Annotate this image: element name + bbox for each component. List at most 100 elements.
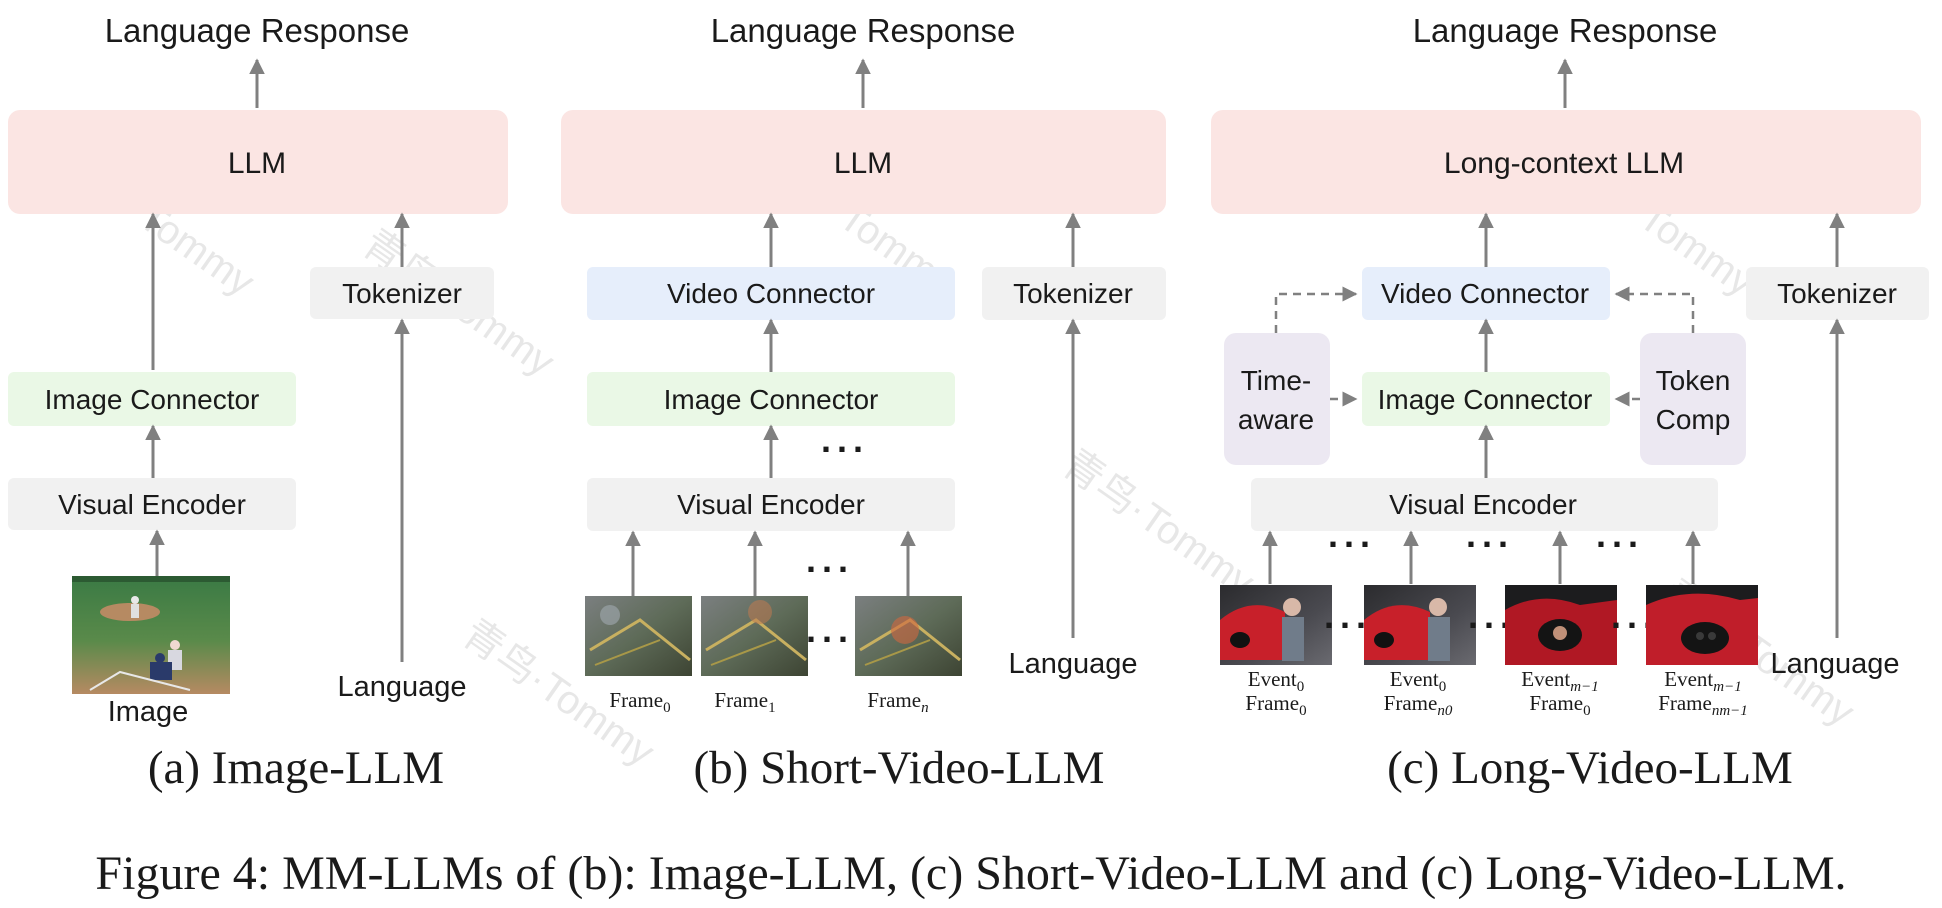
event-label-subscript: m−1 [1713, 679, 1741, 695]
panel-image-llm: Language Response LLM Tokenizer Image Co… [8, 12, 508, 794]
frame-label-subscript: 1 [768, 700, 776, 716]
token-comp-box [1640, 333, 1746, 465]
visual-encoder-label: Visual Encoder [58, 489, 246, 520]
frame-label-subscript: n [921, 700, 929, 716]
llm-box [8, 110, 508, 214]
language-label: Language [1008, 648, 1137, 680]
event-label: Event0 [1390, 667, 1446, 695]
ellipsis: ... [1324, 595, 1372, 636]
event-label-base: Event [1390, 667, 1439, 691]
panel-long-video-llm: Language Response Long-context LLM Video… [1211, 12, 1929, 794]
visual-encoder-box [8, 478, 296, 530]
time-aware-label-line2: aware [1238, 404, 1314, 435]
frame-label-base: Frame [1529, 691, 1583, 715]
frame-label-subscript: n0 [1437, 703, 1453, 719]
image-connector-box [8, 372, 296, 426]
frame-label-subscript: nm−1 [1712, 703, 1748, 719]
image-connector-label: Image Connector [664, 384, 879, 415]
ellipsis: ... [821, 419, 869, 460]
visual-encoder-box [1251, 478, 1718, 531]
video-connector-box [587, 267, 955, 320]
token-comp-label-line1: Token [1656, 365, 1731, 396]
frame-label: Framen0 [1384, 691, 1453, 719]
llm-label: Long-context LLM [1444, 147, 1684, 180]
frame-label-base: Frame [1245, 691, 1299, 715]
tokenizer-box [1746, 267, 1929, 320]
image-connector-label: Image Connector [1378, 384, 1593, 415]
frame-label: Frame1 [714, 688, 775, 716]
ellipsis: ... [1468, 595, 1516, 636]
panel-caption: (b) Short-Video-LLM [694, 742, 1105, 794]
token-comp-label-line2: Comp [1656, 404, 1731, 435]
frame-label-subscript: 0 [1583, 703, 1591, 719]
tokenizer-box [310, 267, 494, 319]
llm-box [561, 110, 1166, 214]
ellipsis: ... [806, 609, 854, 650]
dashed-arrow-token-comp-to-video-connector [1614, 286, 1695, 333]
image-label: Image [108, 696, 189, 728]
ellipsis: ... [1328, 514, 1376, 555]
video-connector-label: Video Connector [1381, 278, 1589, 309]
video-connector-label: Video Connector [667, 278, 875, 309]
visual-encoder-box [587, 478, 955, 531]
event-label-subscript: 0 [1297, 679, 1305, 695]
visual-encoder-label: Visual Encoder [1389, 489, 1577, 520]
tokenizer-label: Tokenizer [342, 278, 462, 309]
frame-label-base: Frame [867, 688, 921, 712]
frame-thumbnail [585, 596, 692, 676]
ellipsis: ... [806, 539, 854, 580]
tokenizer-label: Tokenizer [1777, 278, 1897, 309]
panel-caption: (c) Long-Video-LLM [1387, 742, 1793, 794]
event-label-base: Event [1664, 667, 1713, 691]
image-connector-box [587, 372, 955, 426]
video-connector-box [1362, 267, 1610, 320]
frame-label-subscript: 0 [1299, 703, 1307, 719]
language-response-label: Language Response [1413, 12, 1718, 49]
visual-encoder-label: Visual Encoder [677, 489, 865, 520]
frame-thumbnail [701, 596, 808, 676]
frame-thumbnail [855, 596, 962, 676]
frame-label: Frame0 [1529, 691, 1590, 719]
event-label: Eventm−1 [1664, 667, 1741, 695]
image-connector-label: Image Connector [45, 384, 260, 415]
figure-caption: Figure 4: MM-LLMs of (b): Image-LLM, (c)… [95, 847, 1846, 900]
dashed-arrow-time-aware-to-video-connector [1274, 286, 1358, 333]
language-response-label: Language Response [105, 12, 410, 49]
llm-label: LLM [228, 147, 286, 180]
baseball-image [72, 576, 230, 694]
time-aware-label-line1: Time- [1241, 365, 1312, 396]
frame-label: Frame0 [609, 688, 670, 716]
event-label-subscript: m−1 [1570, 679, 1598, 695]
event-label: Eventm−1 [1521, 667, 1598, 695]
ellipsis: ... [1596, 514, 1644, 555]
tokenizer-box [982, 267, 1166, 320]
llm-label: LLM [834, 147, 892, 180]
llm-box [1211, 110, 1921, 214]
language-response-label: Language Response [711, 12, 1016, 49]
frame-label: Frame0 [1245, 691, 1306, 719]
event-label-base: Event [1248, 667, 1297, 691]
time-aware-box [1224, 333, 1330, 465]
frame-label-subscript: 0 [663, 700, 671, 716]
frame-label-base: Frame [714, 688, 768, 712]
panel-caption: (a) Image-LLM [148, 742, 444, 794]
language-label: Language [337, 671, 466, 703]
frame-thumbnail [1220, 585, 1332, 665]
ellipsis: ... [1466, 514, 1514, 555]
frame-label-base: Frame [1658, 691, 1712, 715]
frame-label-base: Frame [609, 688, 663, 712]
event-label-subscript: 0 [1439, 679, 1447, 695]
frame-thumbnail [1364, 585, 1476, 665]
event-label-base: Event [1521, 667, 1570, 691]
frame-label: Framen [867, 688, 928, 716]
image-connector-box [1362, 372, 1610, 426]
tokenizer-label: Tokenizer [1013, 278, 1133, 309]
frame-label-base: Frame [1384, 691, 1438, 715]
frame-thumbnail [1646, 585, 1758, 665]
event-label: Event0 [1248, 667, 1304, 695]
language-label: Language [1770, 648, 1899, 680]
panel-short-video-llm: Language Response LLM Video Connector To… [561, 12, 1166, 794]
frame-thumbnail [1505, 585, 1617, 665]
frame-label: Framenm−1 [1658, 691, 1748, 719]
